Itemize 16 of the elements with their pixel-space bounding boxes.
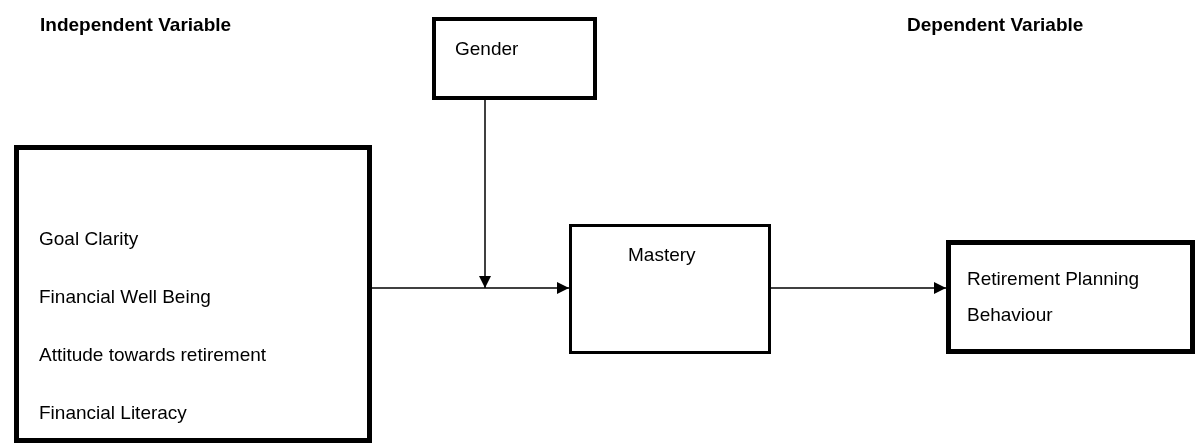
variable-label: Attitude towards retirement bbox=[39, 343, 267, 367]
arrow bbox=[770, 282, 947, 294]
arrow bbox=[371, 282, 570, 294]
variable-box bbox=[569, 224, 771, 354]
arrow bbox=[479, 99, 491, 289]
variable-label: Financial Literacy bbox=[39, 401, 187, 425]
variable-label: Gender bbox=[455, 37, 519, 61]
variable-label: Goal Clarity bbox=[39, 227, 139, 251]
column-heading: Independent Variable bbox=[40, 14, 232, 36]
variable-box bbox=[946, 240, 1195, 354]
variable-label: Mastery bbox=[628, 243, 696, 267]
column-heading: Dependent Variable bbox=[907, 14, 1084, 36]
variable-box bbox=[432, 17, 597, 100]
variable-label: Retirement Planning Behaviour bbox=[967, 267, 1141, 327]
variable-list-box bbox=[14, 145, 372, 443]
variable-label: Financial Well Being bbox=[39, 285, 211, 309]
